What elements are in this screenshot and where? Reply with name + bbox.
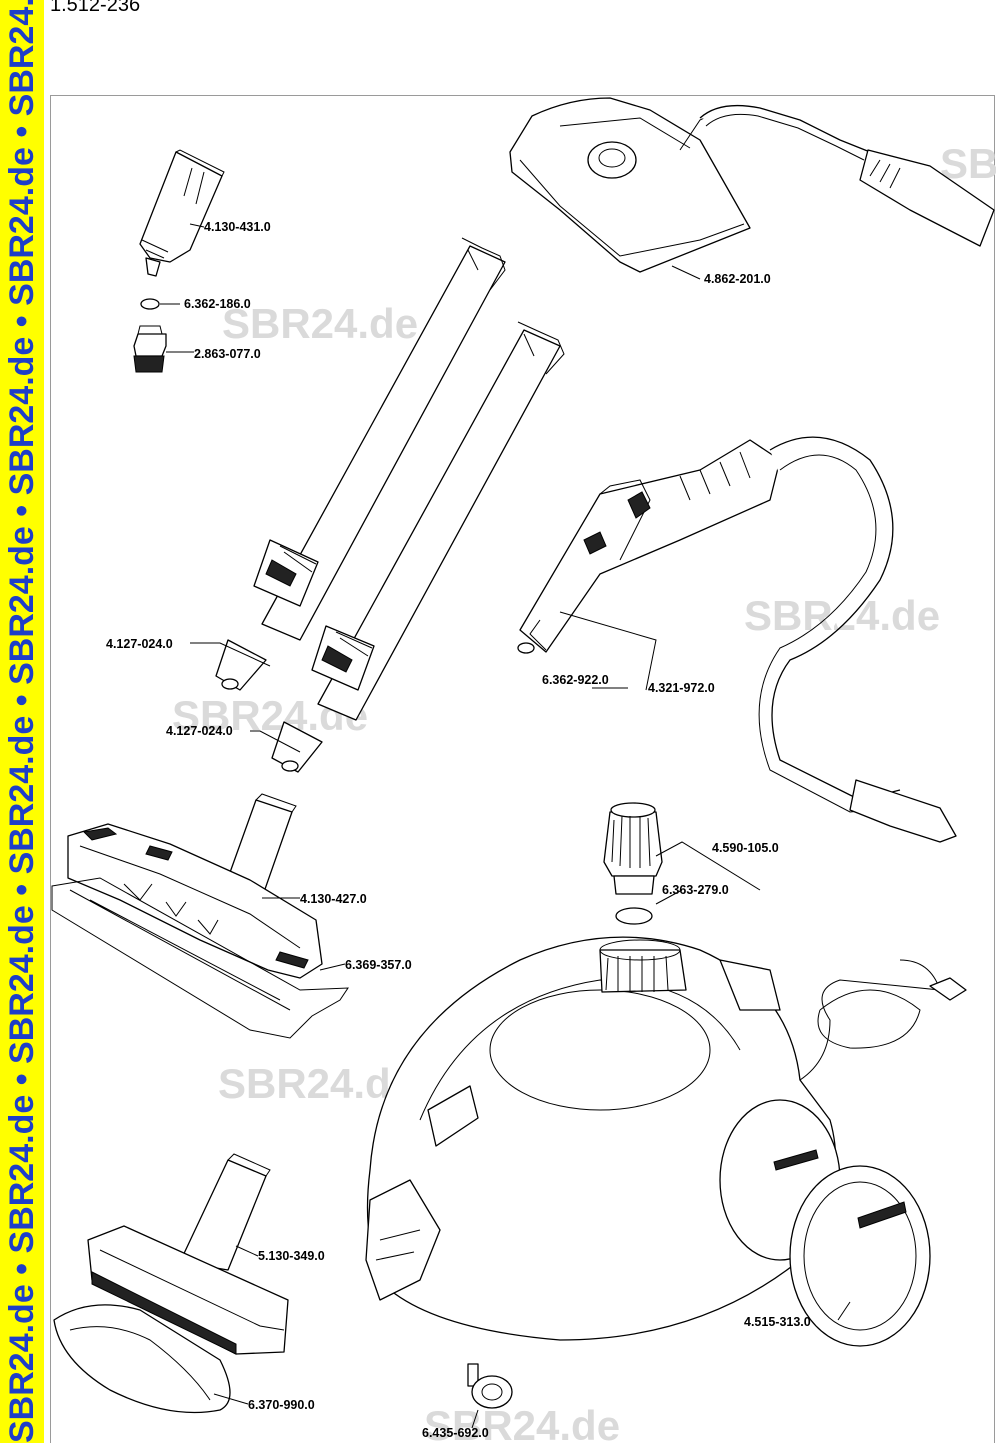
document-code: 1.512-236 — [50, 0, 141, 16]
steam-iron-drawing — [509, 97, 995, 273]
part-label: 6.369-357.0 — [345, 958, 412, 972]
part-label: 5.130-349.0 — [258, 1249, 325, 1263]
watermark: SBR24.de — [218, 1060, 414, 1107]
cap-seal-shape — [615, 907, 653, 925]
watermark: SBR24.de — [424, 1402, 620, 1443]
part-label: 4.321-972.0 — [648, 681, 715, 695]
steam-cleaner-body-drawing — [365, 936, 967, 1347]
part-label: 6.435-692.0 — [422, 1426, 489, 1440]
hand-brush-drawing — [53, 1153, 289, 1414]
part-label: 4.130-427.0 — [300, 892, 367, 906]
part-label: 6.370-990.0 — [248, 1398, 315, 1412]
part-label: 4.590-105.0 — [712, 841, 779, 855]
detail-nozzle-drawing — [133, 149, 225, 373]
extension-tubes-drawing — [215, 237, 565, 773]
filler-cap-drawing — [603, 802, 663, 925]
leader-lines — [160, 223, 851, 1429]
part-label: 4.127-024.0 — [166, 724, 233, 738]
watermark: SBR24.de — [222, 300, 418, 347]
hand-gun-and-hose-drawing — [517, 436, 957, 843]
part-labels: 4.130-431.0 6.362-186.0 2.863-077.0 4.86… — [106, 220, 811, 1440]
o-ring-shape — [140, 298, 160, 310]
part-label: 6.362-922.0 — [542, 673, 609, 687]
part-label: 4.862-201.0 — [704, 272, 771, 286]
side-banner: SBR24.de • SBR24.de • SBR24.de • SBR24.d… — [0, 0, 44, 1443]
part-label: 4.515-313.0 — [744, 1315, 811, 1329]
floor-nozzle-drawing — [51, 793, 349, 1039]
drawing-frame — [50, 95, 995, 1443]
part-label: 6.363-279.0 — [662, 883, 729, 897]
part-label: 4.130-431.0 — [204, 220, 271, 234]
castor-wheel-drawing — [467, 1363, 513, 1409]
part-label: 2.863-077.0 — [194, 347, 261, 361]
part-label: 4.127-024.0 — [106, 637, 173, 651]
part-label: 6.362-186.0 — [184, 297, 251, 311]
